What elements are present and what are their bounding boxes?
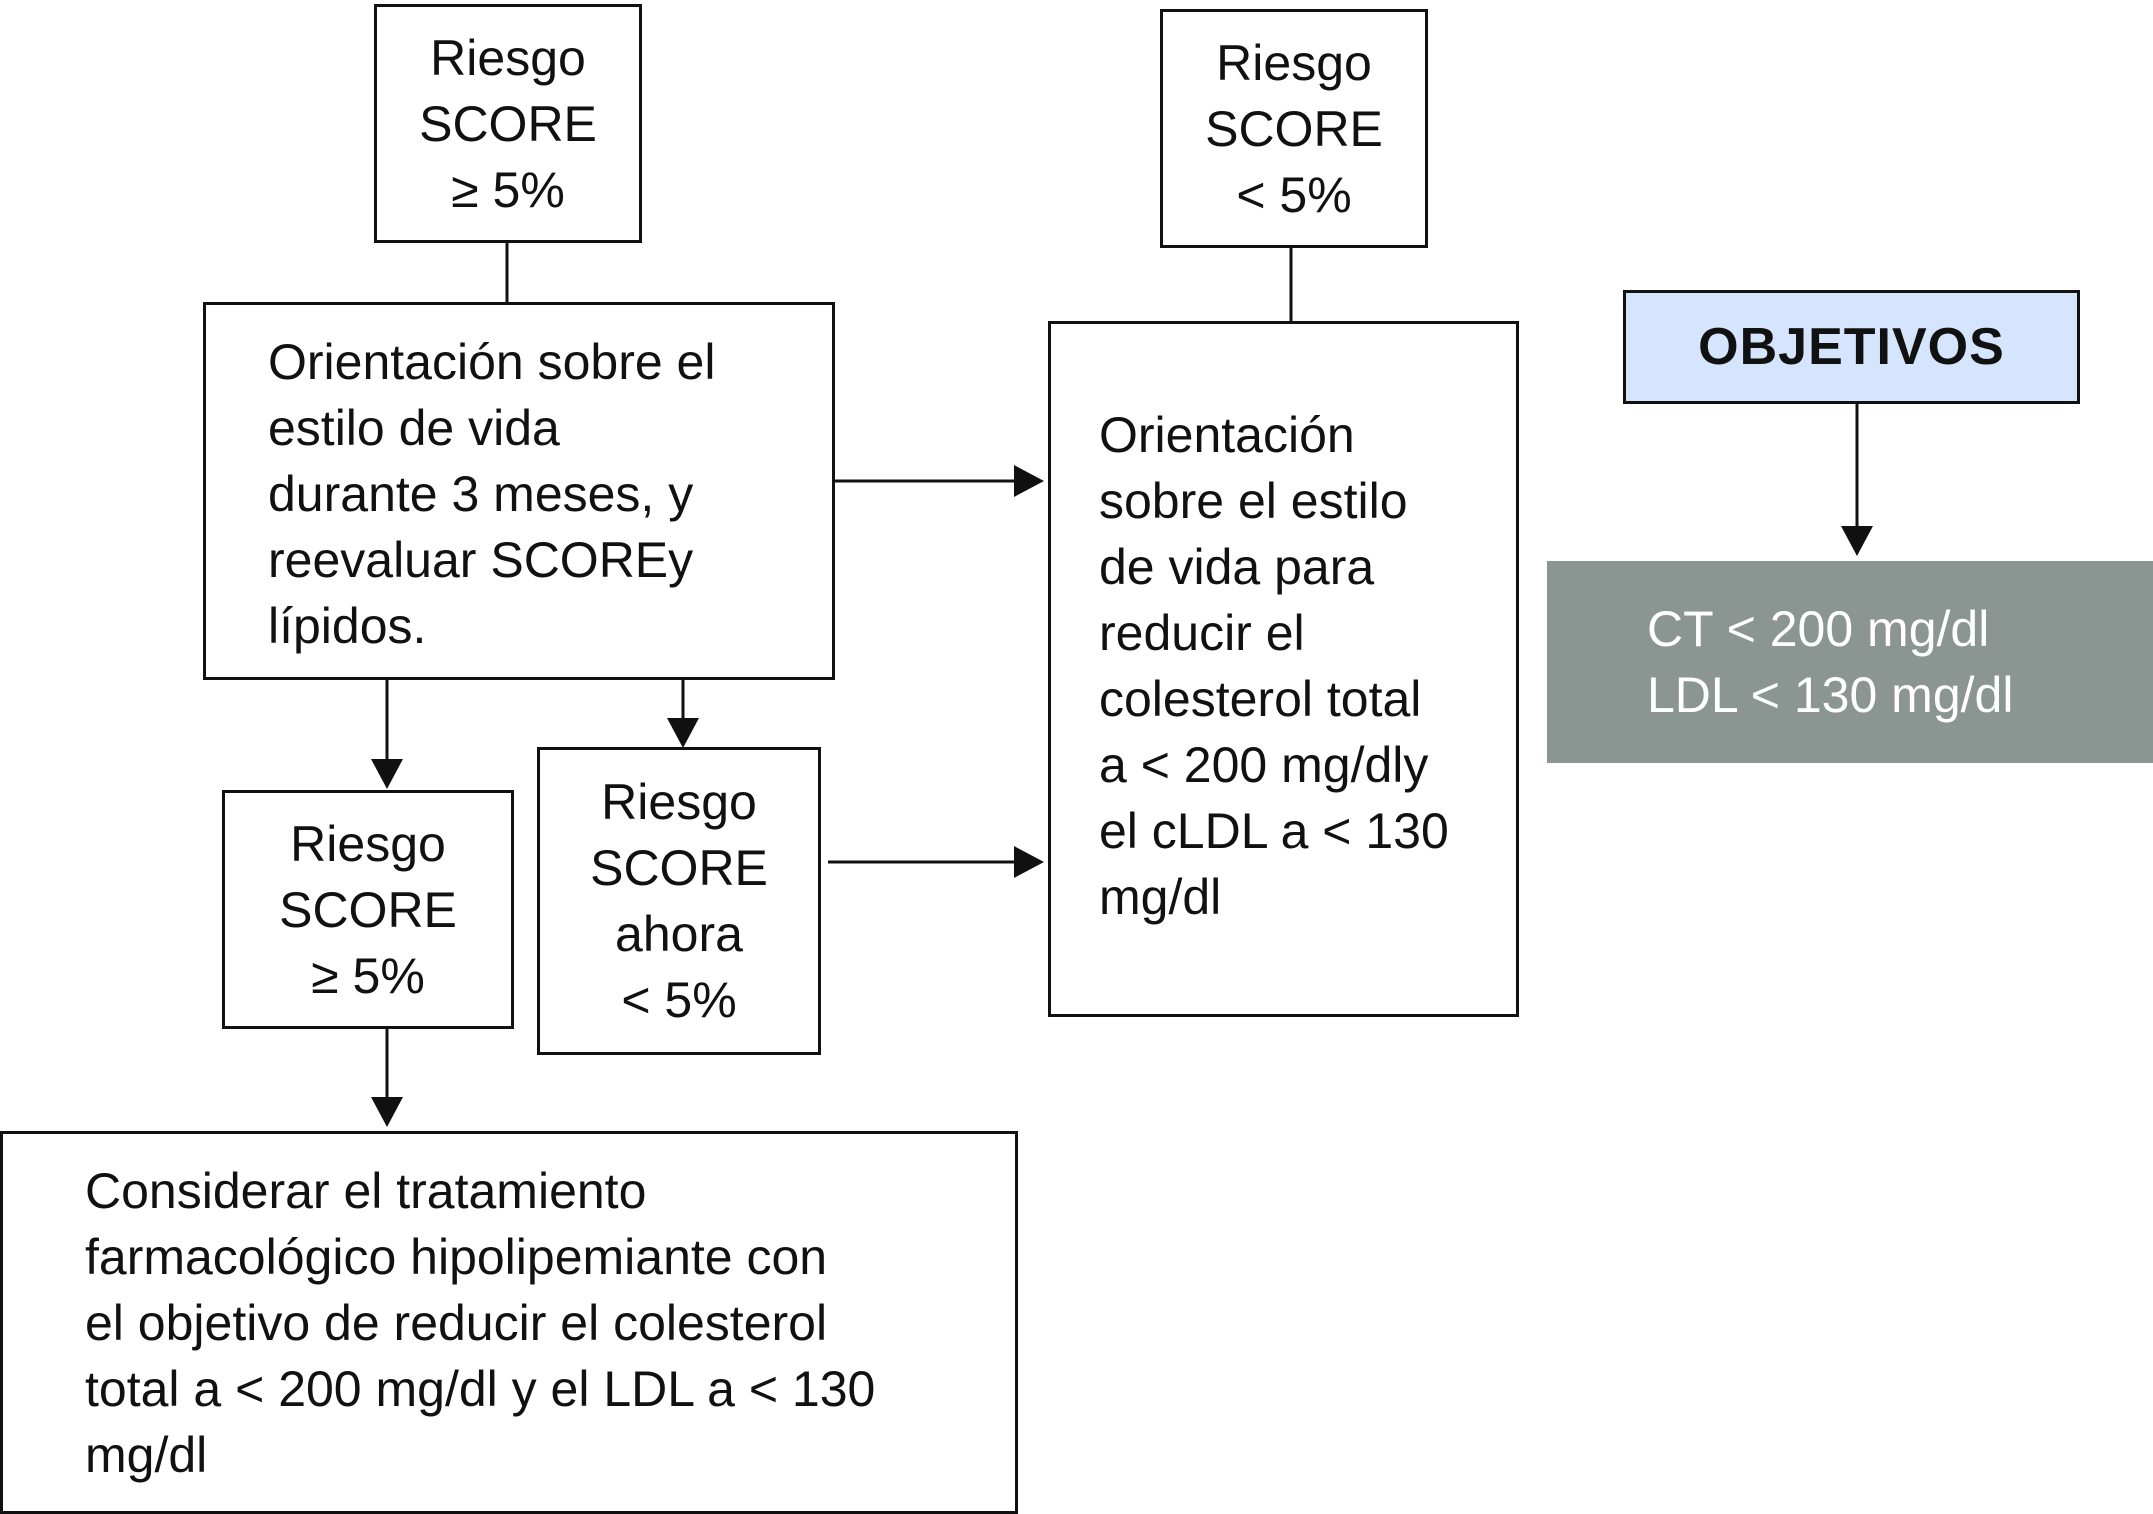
arrow-lifestyle-to-risk-now-low — [667, 680, 699, 748]
risk-score-now-low-box: Riesgo SCORE ahora < 5% — [537, 747, 821, 1055]
lifestyle-orientation-box: Orientación sobre el estilo de vida dura… — [203, 302, 835, 680]
box-line: SCORE — [279, 881, 457, 938]
box-line: SCORE — [590, 840, 768, 896]
box-line: reducir el — [1099, 605, 1305, 661]
box-line: Riesgo — [430, 29, 586, 86]
box-line: Riesgo — [601, 774, 757, 830]
box-line: sobre el estilo — [1099, 473, 1408, 529]
box-line: a < 200 mg/dly — [1099, 737, 1429, 793]
box-line: Orientación — [1099, 407, 1355, 463]
box-line: farmacológico hipolipemiante con — [85, 1229, 828, 1285]
arrow-objetivos-to-targets — [1841, 404, 1873, 556]
target-line: LDL < 130 mg/dl — [1647, 667, 2014, 723]
risk-score-low-box: Riesgo SCORE < 5% — [1160, 9, 1428, 248]
arrow-lifestyle-to-guidance — [835, 465, 1044, 497]
target-line: CT < 200 mg/dl — [1647, 601, 1990, 657]
objetivos-header: OBJETIVOS — [1623, 290, 2080, 404]
box-line: de vida para — [1099, 539, 1375, 595]
targets-panel: CT < 200 mg/dl LDL < 130 mg/dl — [1547, 561, 2153, 763]
box-line: el objetivo de reducir el colesterol — [85, 1295, 828, 1351]
risk-score-high-box: Riesgo SCORE ≥ 5% — [374, 4, 642, 243]
box-line: mg/dl — [1099, 869, 1222, 925]
box-line: ≥ 5% — [451, 161, 565, 218]
box-line: Riesgo — [1216, 34, 1372, 91]
box-line: < 5% — [621, 972, 737, 1028]
box-line: colesterol total — [1099, 671, 1422, 727]
box-line: ≥ 5% — [311, 947, 425, 1004]
arrow-risk-high-to-treatment — [371, 1029, 403, 1127]
box-line: el cLDL a < 130 — [1099, 803, 1449, 859]
box-line: Considerar el tratamiento — [85, 1163, 647, 1219]
box-line: mg/dl — [85, 1427, 208, 1483]
box-line: < 5% — [1236, 166, 1352, 223]
box-line: SCORE — [1205, 100, 1383, 157]
box-line: reevaluar SCOREy — [268, 532, 694, 588]
box-line: lípidos. — [268, 598, 427, 654]
box-line: estilo de vida — [268, 400, 560, 456]
box-line: Riesgo — [290, 815, 446, 872]
box-line: SCORE — [419, 95, 597, 152]
box-line: Orientación sobre el — [268, 334, 716, 390]
arrow-lifestyle-to-risk-high — [371, 680, 403, 789]
arrow-risk-now-low-to-guidance — [828, 846, 1044, 878]
pharmacological-treatment-box: Considerar el tratamiento farmacológico … — [0, 1131, 1018, 1514]
box-line: durante 3 meses, y — [268, 466, 694, 522]
box-line: total a < 200 mg/dl y el LDL a < 130 — [85, 1361, 876, 1417]
risk-score-high-reevaluated-box: Riesgo SCORE ≥ 5% — [222, 790, 514, 1029]
lifestyle-guidance-box: Orientación sobre el estilo de vida para… — [1048, 321, 1519, 1017]
objetivos-label: OBJETIVOS — [1698, 318, 2005, 376]
box-line: ahora — [615, 906, 743, 962]
